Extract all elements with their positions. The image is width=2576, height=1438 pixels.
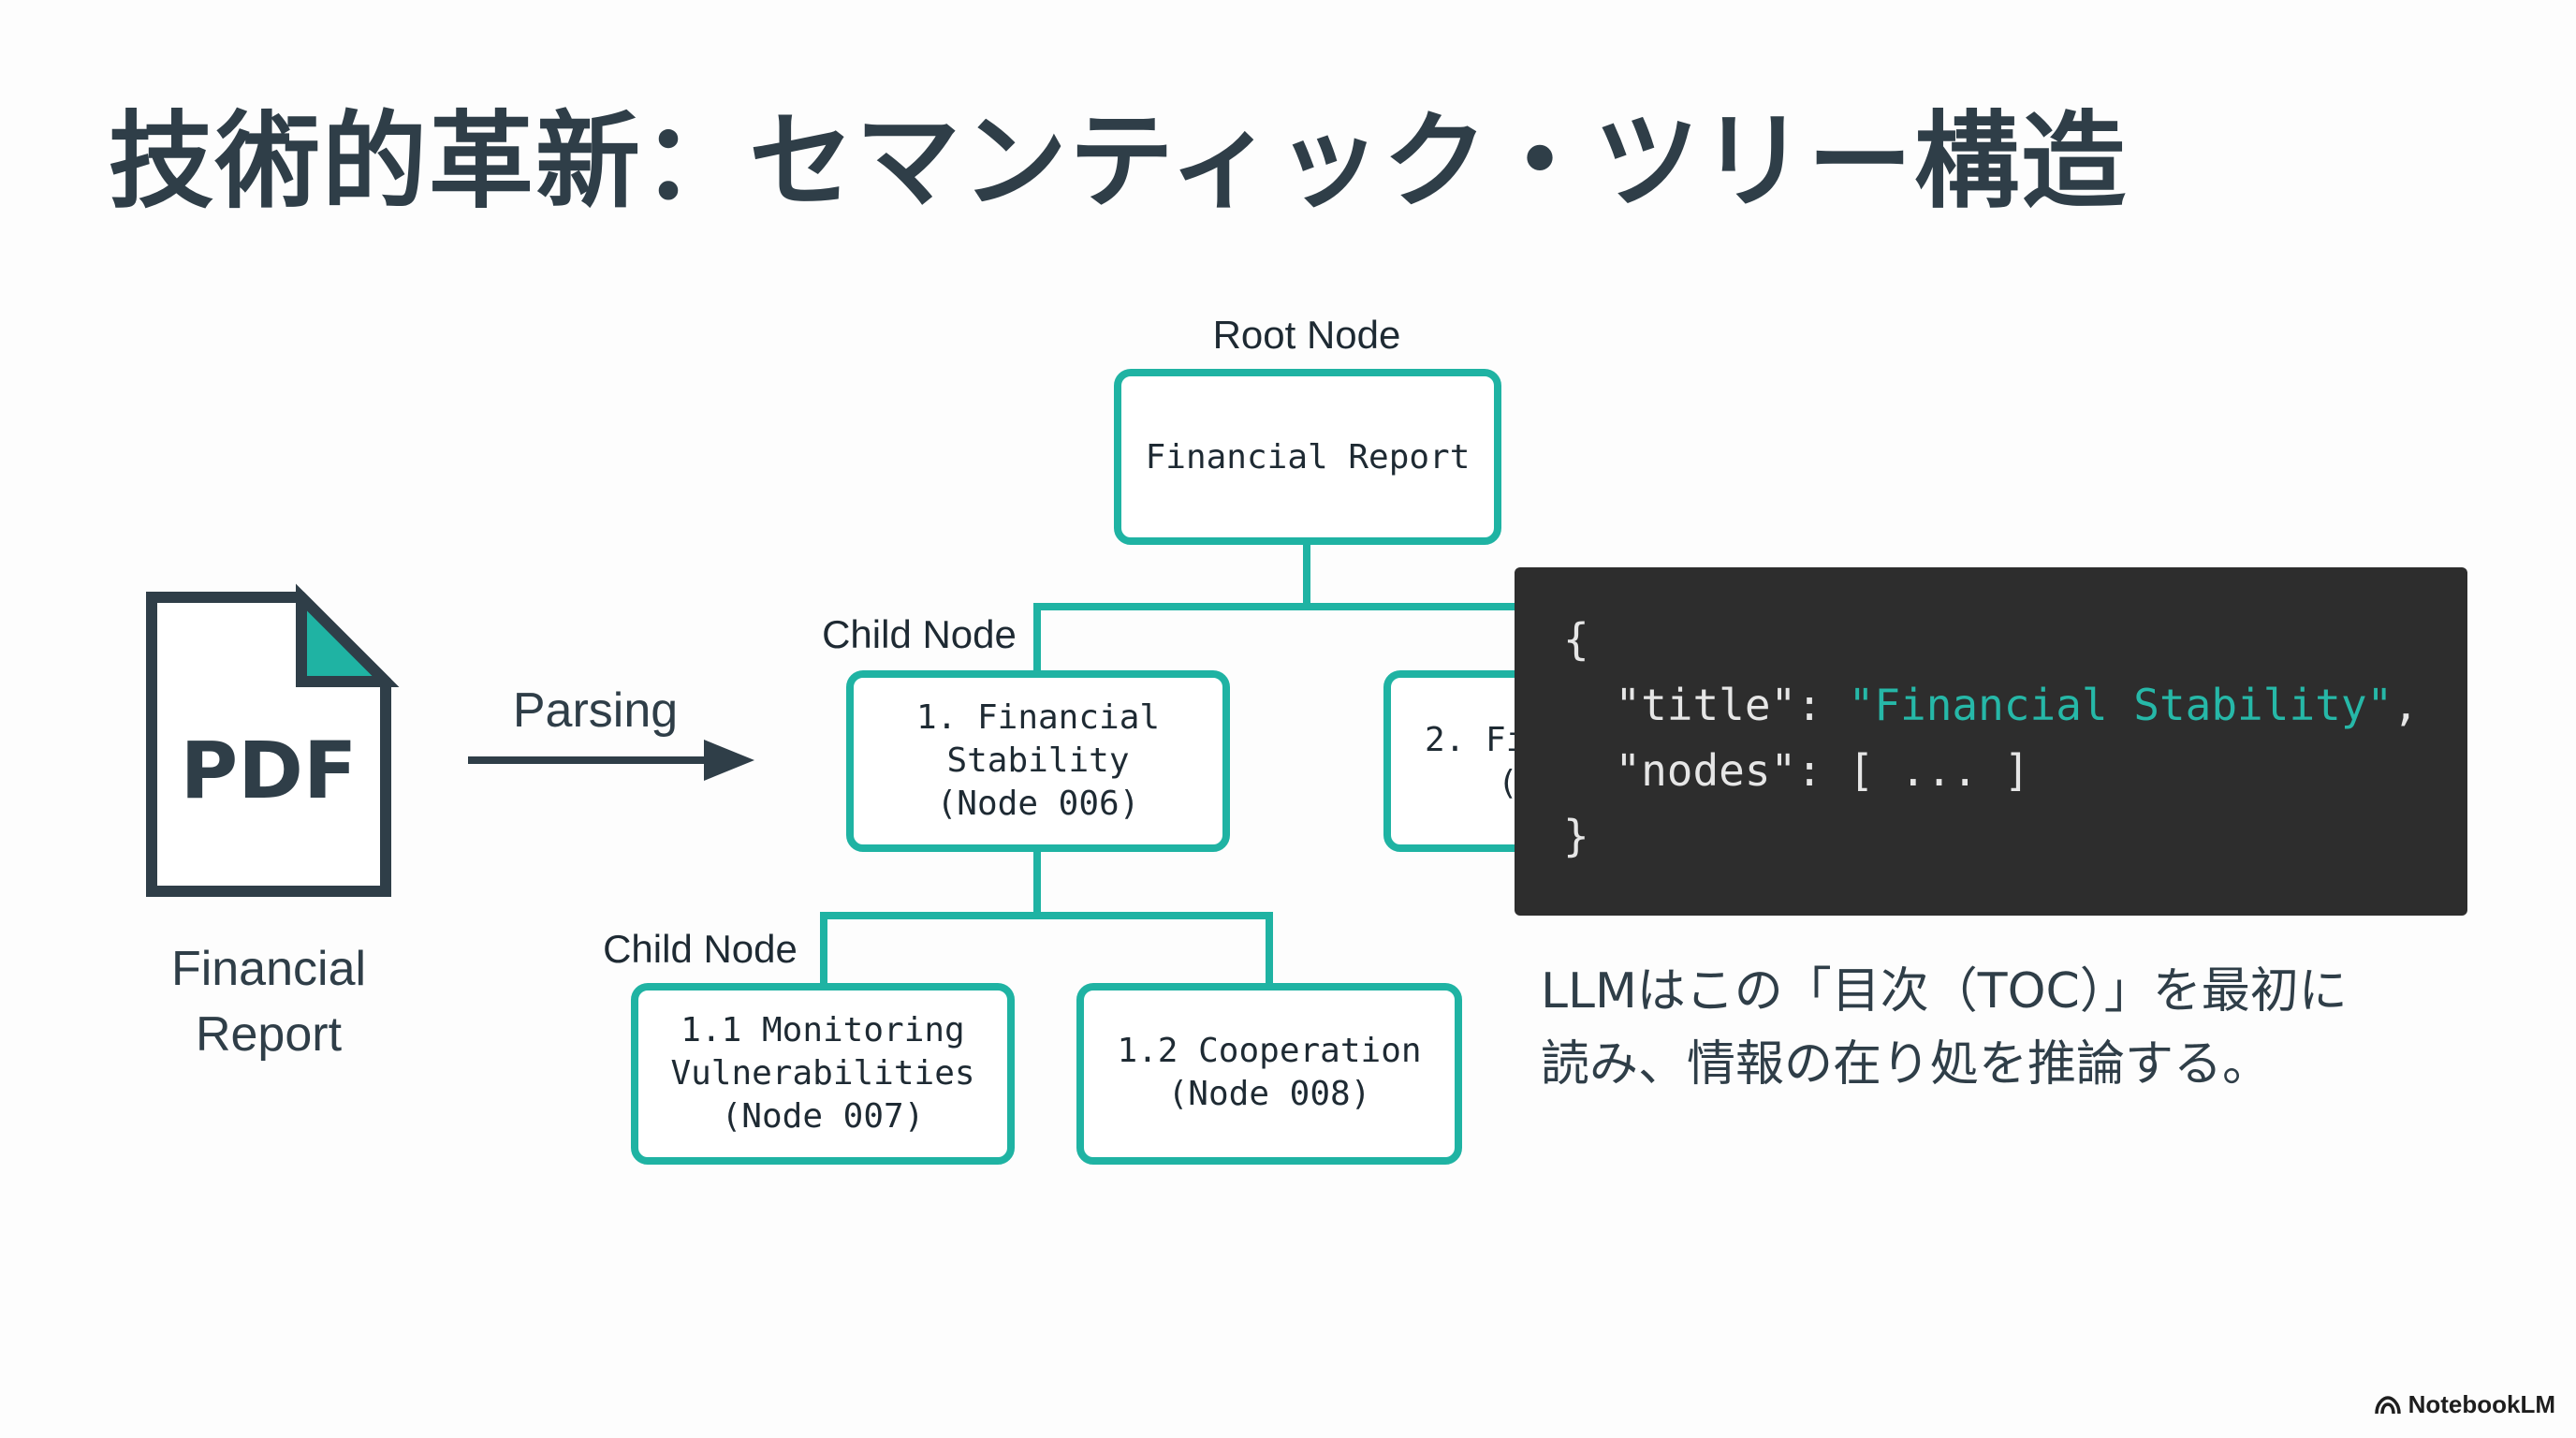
code-title-line: "title": "Financial Stability", xyxy=(1563,672,2467,738)
notebooklm-brand: NotebookLM xyxy=(2374,1390,2555,1419)
parsing-arrow xyxy=(468,740,754,781)
parsing-label: Parsing xyxy=(513,683,678,738)
node-008-line1: 1.2 Cooperation xyxy=(1117,1032,1421,1070)
node-008: 1.2 Cooperation (Node 008) xyxy=(1076,983,1462,1165)
node-006-line2: Stability xyxy=(946,741,1129,780)
code-close-brace: } xyxy=(1563,811,1589,861)
node-partial-line2: ( xyxy=(1498,764,1518,802)
document-label-line1: Financial xyxy=(171,942,366,996)
node-006-line3: (Node 006) xyxy=(937,785,1140,823)
code-nodes-line: "nodes": [ ... ] xyxy=(1563,745,2030,796)
child-node-label-1: Child Node xyxy=(822,612,1017,656)
node-partial-line1: 2. Fi xyxy=(1425,721,1526,759)
node-006-line1: 1. Financial xyxy=(916,698,1160,737)
pdf-document-icon: PDF xyxy=(146,583,400,897)
node-007-line1: 1.1 Monitoring xyxy=(681,1011,964,1049)
node-007-line2: Vulnerabilities xyxy=(670,1054,974,1093)
node-007-line3: (Node 007) xyxy=(722,1097,925,1136)
node-007: 1.1 Monitoring Vulnerabilities (Node 007… xyxy=(631,983,1015,1165)
pdf-icon-text: PDF xyxy=(181,725,358,816)
slide-title: 技術的革新：セマンティック・ツリー構造 xyxy=(109,101,2129,223)
document-label-line2: Report xyxy=(196,1007,343,1062)
code-title-comma: , xyxy=(2393,680,2419,730)
code-open-brace: { xyxy=(1563,614,1589,665)
notebooklm-logo-icon xyxy=(2374,1395,2401,1414)
code-title-key: "title": xyxy=(1563,680,1849,730)
root-node: Financial Report xyxy=(1114,369,1501,545)
tree-connectors xyxy=(820,539,1535,985)
root-node-label: Root Node xyxy=(1213,313,1401,357)
caption-line2: 読み、情報の在り処を推論する。 xyxy=(1541,1036,2272,1093)
root-node-text: Financial Report xyxy=(1146,438,1471,477)
caption: LLMはこの「目次（TOC）」を最初に 読み、情報の在り処を推論する。 xyxy=(1541,955,2439,1101)
json-code-panel: { "title": "Financial Stability", "nodes… xyxy=(1515,567,2467,916)
node-006: 1. Financial Stability (Node 006) xyxy=(846,670,1230,852)
caption-line1: LLMはこの「目次（TOC）」を最初に xyxy=(1541,963,2348,1020)
code-title-value: "Financial Stability" xyxy=(1848,680,2393,730)
child-node-label-2: Child Node xyxy=(603,927,798,971)
node-008-line2: (Node 008) xyxy=(1168,1075,1371,1113)
brand-text: NotebookLM xyxy=(2408,1390,2555,1418)
